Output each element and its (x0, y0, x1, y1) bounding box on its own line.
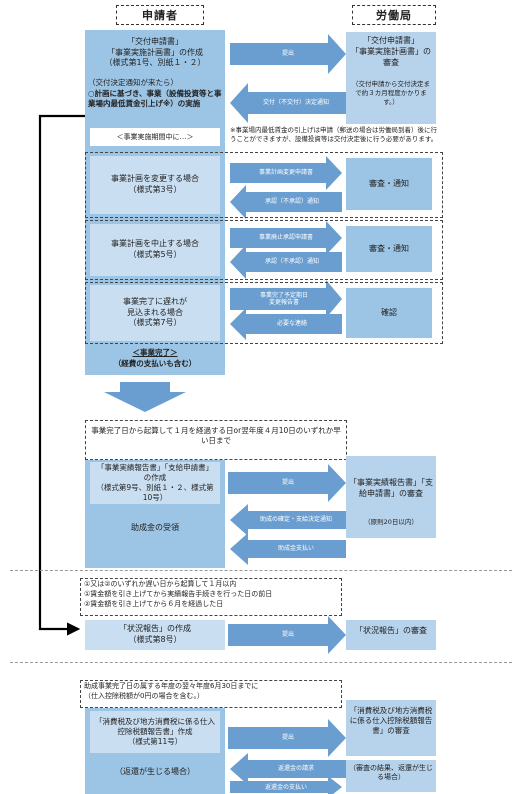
submit-label: 提出 (281, 50, 294, 58)
header-labor-bureau: 労働局 (352, 5, 436, 25)
status-submit-arrow (228, 616, 346, 654)
refund-case-label: （返還が生じる場合） (115, 767, 195, 776)
change-plan-section (85, 152, 443, 218)
tax-review-box: 「消費税及び地方消費税に係る仕入控除税額報告書」の審査 (349, 706, 433, 736)
tax-deadline: 助成事業完了日の属する年度の翌々年度6月30日までに （仕入控除税額が0円の場合… (84, 682, 340, 702)
implementation-line-2: ○計画に基づき、事業（設備投資等と事業場内最低賃金引上げ※）の実施 (88, 88, 222, 109)
delay-confirm-box: 確認 (346, 288, 432, 338)
delay-out-label: 事業完了予定期日 変更報告書 (259, 291, 308, 306)
change-out-label: 事業計画変更申請書 (258, 169, 313, 177)
report-submit-label: 提出 (281, 479, 294, 487)
change-out-arrow (230, 156, 342, 190)
change-plan-box: 事業計画を変更する場合 （様式第3号） (90, 156, 220, 214)
payment-decision-arrow (230, 504, 346, 536)
section-divider-1 (10, 570, 512, 571)
report-review-box: 「事業実績報告書」「支給申請書」の審査 (349, 478, 433, 498)
status-condition-2: ①賃金額を引き上げてから実績報告手続きを行った日の前日 (84, 589, 273, 598)
tax-submit-arrow (228, 719, 346, 757)
report-deadline-frame (85, 420, 347, 460)
completion-line-1: ＜事業完了＞ (132, 348, 178, 357)
loop-connector (38, 114, 85, 636)
status-condition-1: ①又は②のいずれか遅い日から起算して１月以内 (84, 580, 237, 588)
payment-decision-label: 助成の確定・支給決定通知 (259, 516, 332, 524)
payment-arrow (230, 533, 346, 565)
delay-back-label: 必要な連絡 (276, 320, 307, 328)
report-deadline: 事業完了日から起算して１月を経過する日or翌年度４月10日のいずれか早い日まで (91, 426, 341, 446)
tax-report-create-box: 「消費税及び地方消費税に係る仕入控除税額報告書」作成 （様式第11号） (90, 711, 220, 753)
change-back-arrow (230, 185, 342, 219)
refund-request-label: 返還金の請求 (277, 765, 314, 773)
bureau-review-note: （交付申請から交付決定まで約３カ月程度かかります。） (352, 80, 430, 106)
status-conditions-frame (80, 578, 342, 616)
tax-review-panel (346, 700, 436, 756)
completion-line-2: （経費の支払いも含む） (113, 358, 197, 368)
delay-out-arrow (230, 280, 342, 318)
refund-result-panel (346, 760, 436, 792)
payment-label: 助成金支払い (277, 545, 314, 553)
report-create-box: 「事業実績報告書」「支給申請書」の作成 （様式第9号、別紙１・２、様式第10号） (90, 462, 220, 504)
section-divider-2 (10, 662, 512, 663)
refund-result-box: （審査の結果、返還が生じる場合） (349, 764, 433, 782)
report-review-panel (346, 456, 436, 538)
submit-arrow (230, 34, 346, 74)
cancel-out-arrow (230, 221, 342, 255)
cancel-back-arrow (230, 245, 342, 279)
delay-box: 事業完了に遅れが 見込まれる場合 （様式第7号） (90, 285, 220, 341)
bureau-review-panel (346, 32, 436, 124)
status-review-box: 「状況報告」の審査 (355, 626, 427, 635)
status-review-panel (346, 620, 436, 650)
implementation-text: （交付決定通知が来たら） ○計画に基づき、事業（設備投資等と事業場内最低賃金引上… (88, 78, 222, 110)
refund-payment-arrow (230, 776, 342, 794)
implementation-line-1: （交付決定通知が来たら） (88, 78, 178, 87)
tax-deadline-line-2: （仕入控除税額が0円の場合を含む。） (84, 691, 204, 700)
delay-section (85, 282, 443, 344)
refund-payment-label: 返還金の支払い (264, 784, 307, 792)
cancel-out-label: 事業廃止承認申請書 (258, 234, 313, 242)
status-report-create-box: 「状況報告」の作成 （様式第8号） (85, 620, 225, 650)
during-period-label: ＜事業実施期間中に…＞ (90, 128, 220, 146)
change-review-box: 審査・通知 (346, 158, 432, 210)
approval-timing-note: ※事業場内最低賃金の引上げは申請（郵送の場合は労働局到着）後に行うことができます… (230, 126, 438, 143)
grant-receipt-label: 助成金の受領 (131, 523, 179, 532)
cancel-plan-section (85, 220, 443, 280)
down-arrow (104, 382, 186, 412)
status-submit-label: 提出 (281, 631, 294, 639)
cancel-back-label: 承認（不承認）通知 (264, 258, 319, 266)
cancel-review-box: 審査・通知 (346, 226, 432, 272)
decision-label: 交付（不交付）決定通知 (262, 99, 329, 107)
status-condition-3: ②賃金額を引き上げてから６月を経過した日 (84, 599, 224, 608)
refund-request-arrow (230, 753, 346, 785)
change-back-label: 承認（不承認）通知 (264, 198, 319, 206)
completion-box: ＜事業完了＞ （経費の支払いも含む） (85, 348, 225, 376)
header-applicant: 申請者 (116, 5, 204, 25)
bureau-review-box: 「交付申請書」 「事業実施計画書」の審査 (351, 36, 431, 67)
report-review-note: （原則20日以内） (364, 518, 418, 526)
delay-back-arrow (230, 308, 342, 340)
cancel-plan-box: 事業計画を中止する場合 （様式第5号） (90, 224, 220, 276)
application-create-box: 「交付申請書」 「事業実施計画書」の作成 （様式第1号、別紙１・２） (85, 32, 225, 74)
report-submit-arrow (228, 464, 346, 502)
status-conditions: ①又は②のいずれか遅い日から起算して１月以内 ①賃金額を引き上げてから実績報告手… (84, 580, 340, 609)
tax-submit-label: 提出 (281, 734, 294, 742)
tax-deadline-frame (80, 680, 342, 708)
tax-deadline-line-1: 助成事業完了日の属する年度の翌々年度6月30日までに (84, 682, 259, 690)
decision-arrow (230, 83, 346, 123)
